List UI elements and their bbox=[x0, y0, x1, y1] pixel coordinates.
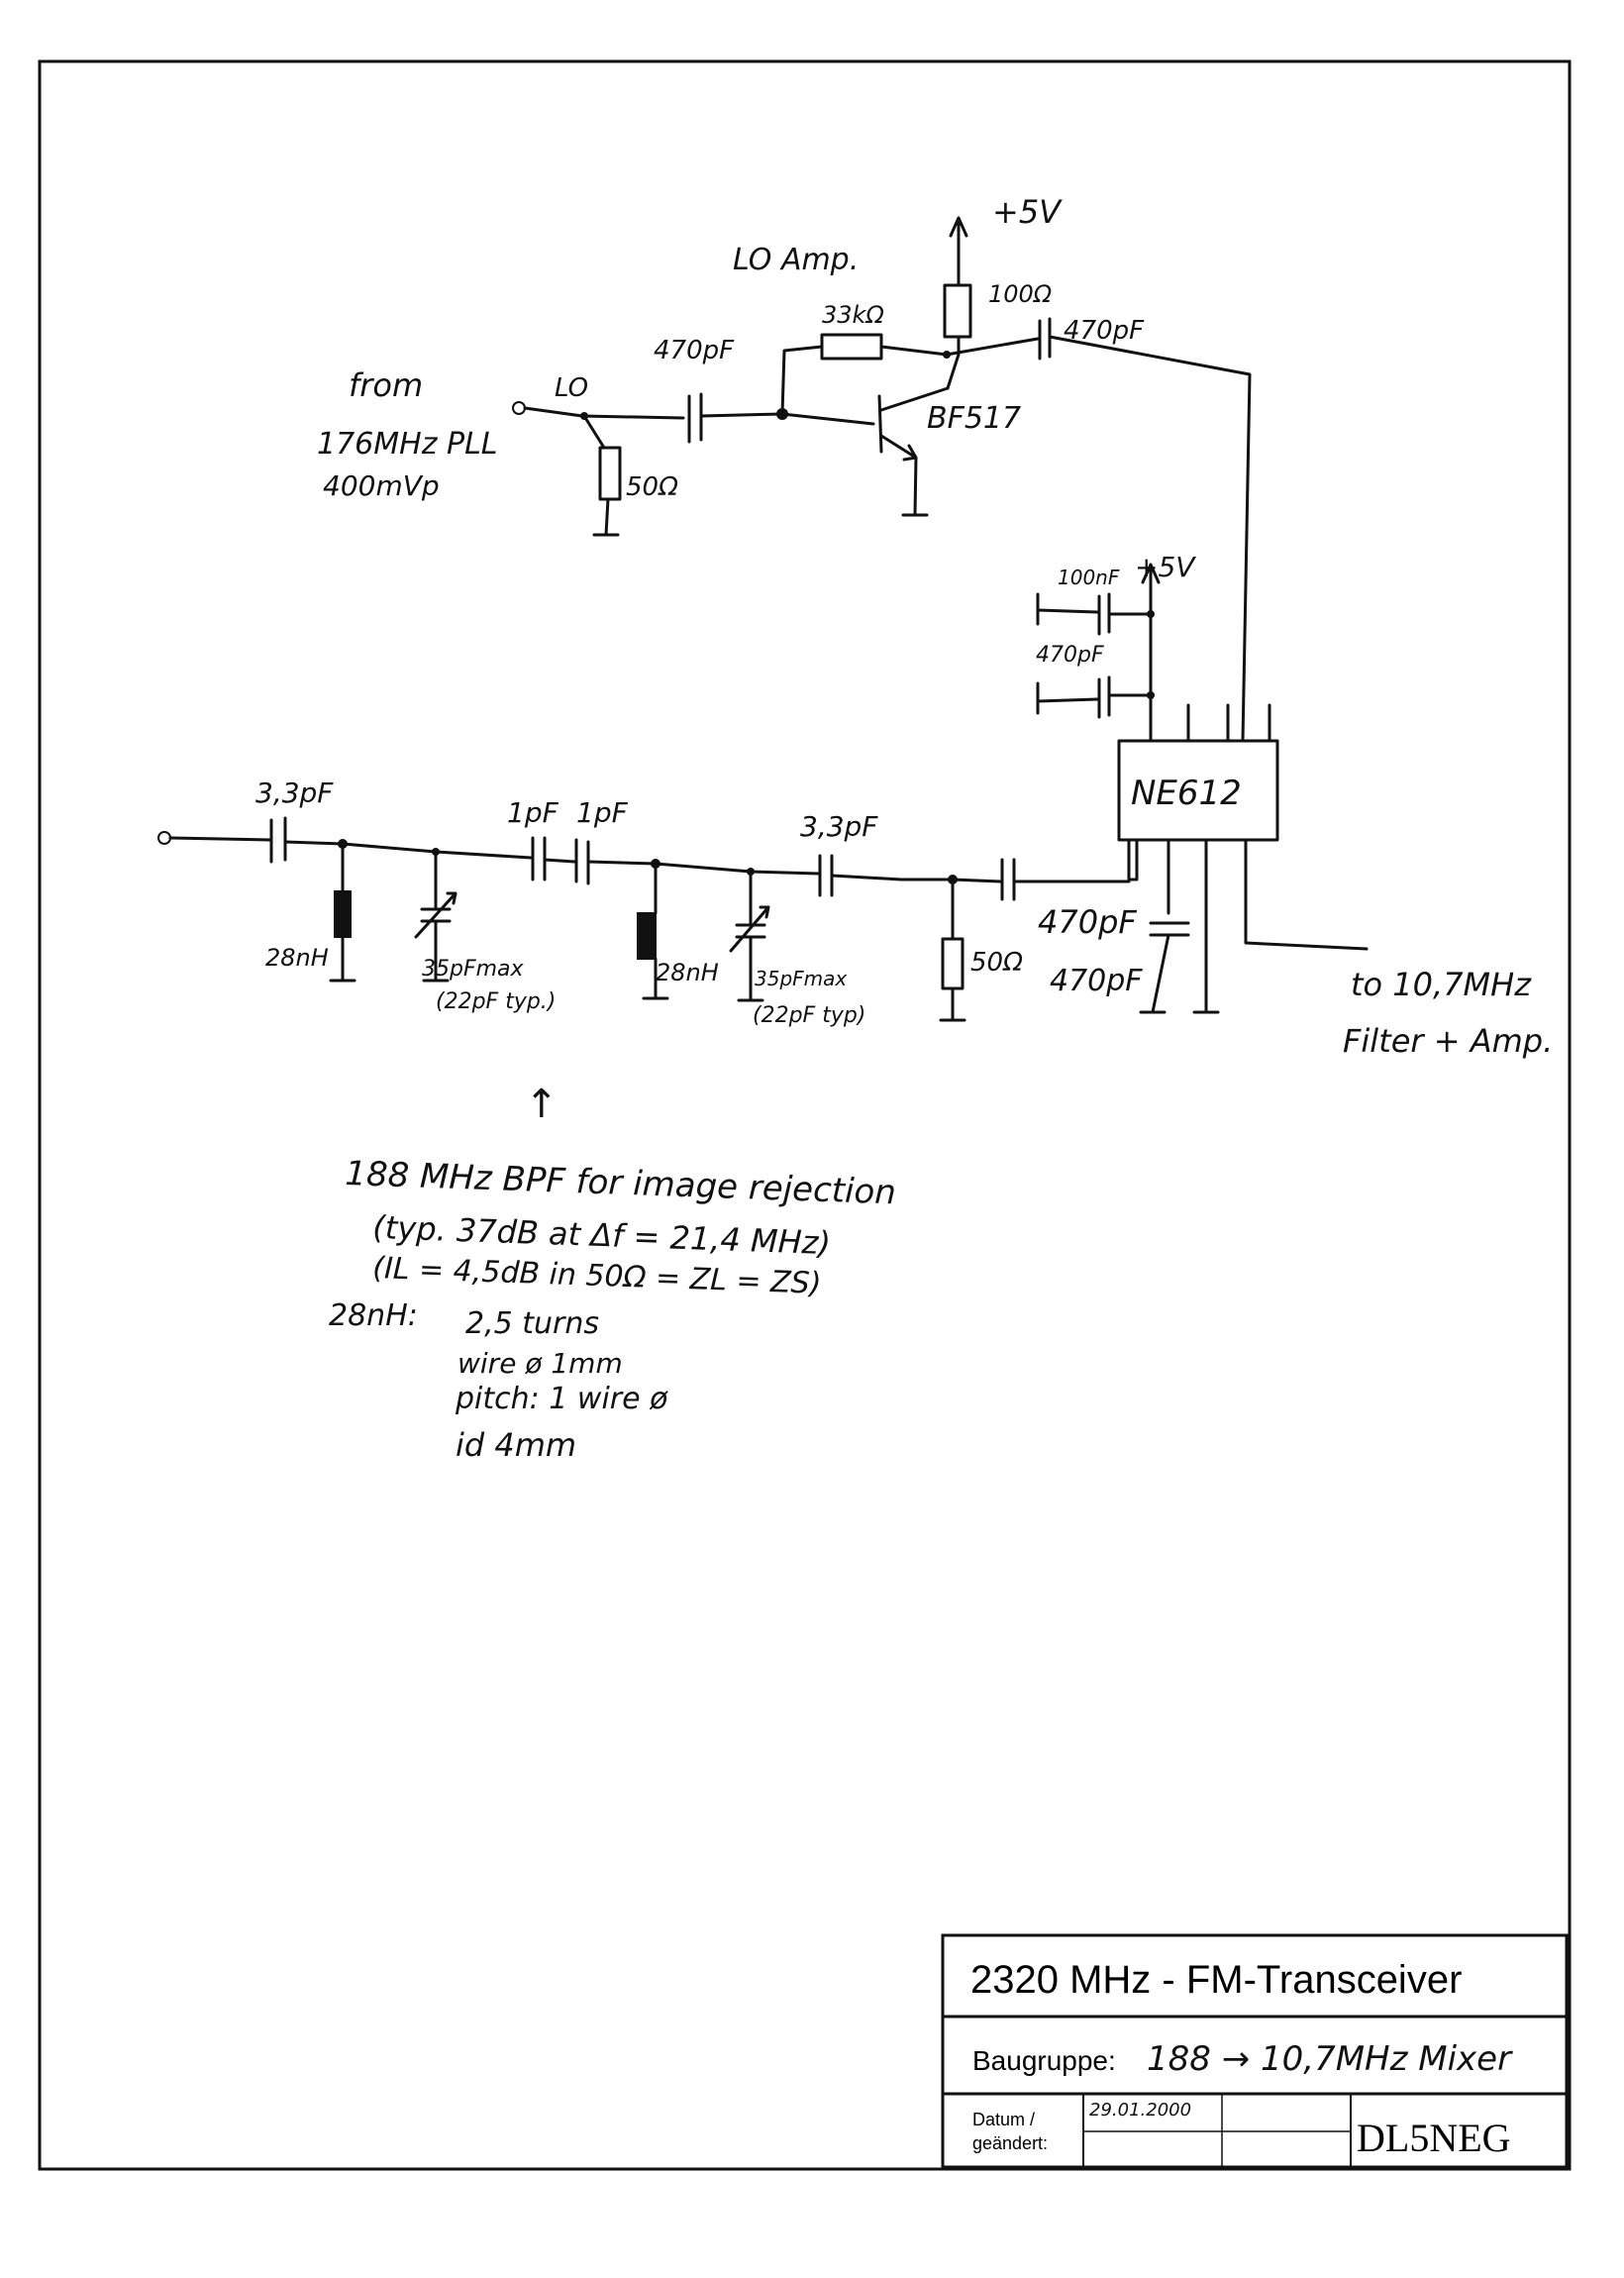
c-out-cap bbox=[1038, 317, 1052, 361]
c2a-label: 1pF bbox=[507, 796, 559, 829]
r-term-wire bbox=[582, 414, 606, 450]
lo-input-wire bbox=[523, 406, 685, 420]
bpf-main-wire-2 bbox=[586, 860, 820, 876]
lo-to-mixer-wire bbox=[1048, 335, 1252, 743]
trim1-line2: (22pF typ.) bbox=[436, 989, 556, 1014]
l1-inductor bbox=[334, 890, 352, 938]
sheet-border bbox=[38, 59, 1572, 2171]
bpf-main-wire-3 bbox=[830, 874, 1002, 883]
lo-amp-label: LO Amp. bbox=[733, 243, 859, 277]
to-mixer-wire bbox=[1012, 838, 1131, 883]
r-term bbox=[598, 446, 622, 501]
trim2-line2: (22pF typ) bbox=[753, 1003, 865, 1028]
ic-label: NE612 bbox=[1131, 774, 1242, 813]
assembly-value: 188 → 10,7MHz Mixer bbox=[1147, 2039, 1513, 2079]
r-feedback bbox=[820, 333, 883, 361]
assembly-label: Baugruppe: bbox=[972, 2045, 1116, 2076]
l2-label: 28nH bbox=[656, 959, 719, 986]
l1-label: 28nH bbox=[265, 944, 329, 972]
trimmer-2 bbox=[729, 870, 770, 1002]
c2b-cap bbox=[574, 838, 590, 885]
decouple-node-2 bbox=[1147, 691, 1155, 699]
l2-inductor bbox=[637, 912, 657, 960]
r-bpf-term bbox=[941, 937, 964, 990]
coil-line-4: id 4mm bbox=[456, 1426, 576, 1464]
decouple-cap-2 bbox=[1036, 675, 1153, 719]
c-out-shunt-label: 470pF bbox=[1050, 964, 1143, 998]
transistor-label: BF517 bbox=[927, 401, 1021, 436]
c2a-cap bbox=[531, 836, 547, 881]
ic-bottom-pins bbox=[1127, 838, 1369, 1012]
source-line-2: 176MHz PLL bbox=[317, 427, 498, 462]
ne612-ic bbox=[1117, 739, 1279, 842]
coil-line-2: wire ø 1mm bbox=[457, 1347, 623, 1380]
c-out-shunt-cap bbox=[1139, 921, 1190, 1014]
c-in-label: 470pF bbox=[654, 336, 735, 365]
c2-between-wire bbox=[543, 858, 576, 864]
decouple-cap-1 bbox=[1036, 592, 1153, 636]
title-block-frame bbox=[941, 1933, 1569, 2169]
base-node bbox=[776, 408, 788, 420]
bpf-main-wire-1 bbox=[283, 840, 533, 860]
c3-label: 3,3pF bbox=[800, 810, 878, 843]
r-term-gnd bbox=[592, 497, 620, 537]
transistor-bf517 bbox=[877, 386, 950, 517]
ic-top-pins bbox=[1149, 703, 1271, 743]
supply-arrow-top bbox=[949, 216, 968, 287]
r-collector-label: 100Ω bbox=[988, 280, 1053, 308]
lo-amplifier-section: LO Amp. +5V 100Ω 470pF 33kΩ LO 50Ω 470pF bbox=[317, 193, 1252, 743]
c-out-series-cap bbox=[1000, 858, 1016, 901]
c-out-series-label: 470pF bbox=[1038, 903, 1137, 941]
c-in-cap bbox=[687, 392, 703, 444]
trim2-line1: 35pFmax bbox=[755, 967, 847, 990]
decouple-1-label: 100nF bbox=[1058, 566, 1120, 589]
author-label: DL5NEG bbox=[1357, 2116, 1511, 2160]
lo-label: LO bbox=[555, 373, 588, 403]
date-value: 29.01.2000 bbox=[1089, 2100, 1191, 2121]
lo-input-terminal[interactable] bbox=[512, 401, 526, 415]
title-block: 2320 MHz - FM-Transceiver Baugruppe: 188… bbox=[941, 1933, 1569, 2169]
decouple-node-1 bbox=[1147, 610, 1155, 618]
rf-input-terminal[interactable] bbox=[157, 831, 171, 845]
l2-wire bbox=[642, 862, 669, 1000]
supply-top-label: +5V bbox=[992, 193, 1063, 231]
supply-mixer-label: +5V bbox=[1135, 551, 1196, 583]
r-collector bbox=[943, 283, 972, 339]
coil-label: 28nH: bbox=[329, 1298, 418, 1333]
date-label-2: geändert: bbox=[972, 2133, 1048, 2153]
r-feedback-label: 33kΩ bbox=[822, 301, 884, 329]
output-line-2: Filter + Amp. bbox=[1343, 1022, 1553, 1060]
c1-cap bbox=[269, 816, 287, 864]
collector-wire bbox=[946, 335, 961, 390]
rf-input-wire bbox=[168, 836, 271, 842]
r-bpf-label: 50Ω bbox=[970, 948, 1023, 978]
note-line-1: 188 MHz BPF for image rejection bbox=[345, 1154, 897, 1212]
source-line-1: from bbox=[349, 366, 423, 404]
coil-line-3: pitch: 1 wire ø bbox=[455, 1382, 668, 1416]
feedback-wire-2 bbox=[879, 345, 949, 357]
c-out-label: 470pF bbox=[1064, 316, 1145, 346]
note-arrow: ↑ bbox=[525, 1082, 558, 1127]
r-term-label: 50Ω bbox=[626, 472, 678, 502]
notes-section: ↑ 188 MHz BPF for image rejection (typ. … bbox=[329, 1082, 897, 1464]
l1-wire bbox=[329, 842, 356, 983]
lo-out-wire bbox=[945, 337, 1040, 357]
r-bpf-wire bbox=[939, 878, 966, 1022]
bpf-section: 3,3pF 28nH 35pFmax (22pF typ.) 1pF 1pF 2… bbox=[157, 777, 1137, 1028]
date-label-1: Datum / bbox=[972, 2110, 1035, 2129]
mixer-section: NE612 +5V 100nF 470pF 470pF to 10,7MHz F… bbox=[1036, 551, 1553, 1060]
c3-cap bbox=[818, 854, 834, 897]
feedback-wire bbox=[780, 345, 824, 416]
trimmer-1 bbox=[414, 850, 457, 983]
c1-label: 3,3pF bbox=[255, 777, 334, 809]
output-line-1: to 10,7MHz bbox=[1351, 966, 1532, 1003]
trim1-line1: 35pFmax bbox=[422, 957, 525, 982]
source-line-3: 400mVp bbox=[323, 469, 440, 502]
c2b-label: 1pF bbox=[576, 796, 629, 829]
decouple-2-label: 470pF bbox=[1036, 643, 1104, 668]
supply-mixer-wire bbox=[1141, 563, 1161, 707]
coil-line-1: 2,5 turns bbox=[465, 1306, 599, 1341]
project-title: 2320 MHz - FM-Transceiver bbox=[970, 1958, 1462, 2002]
